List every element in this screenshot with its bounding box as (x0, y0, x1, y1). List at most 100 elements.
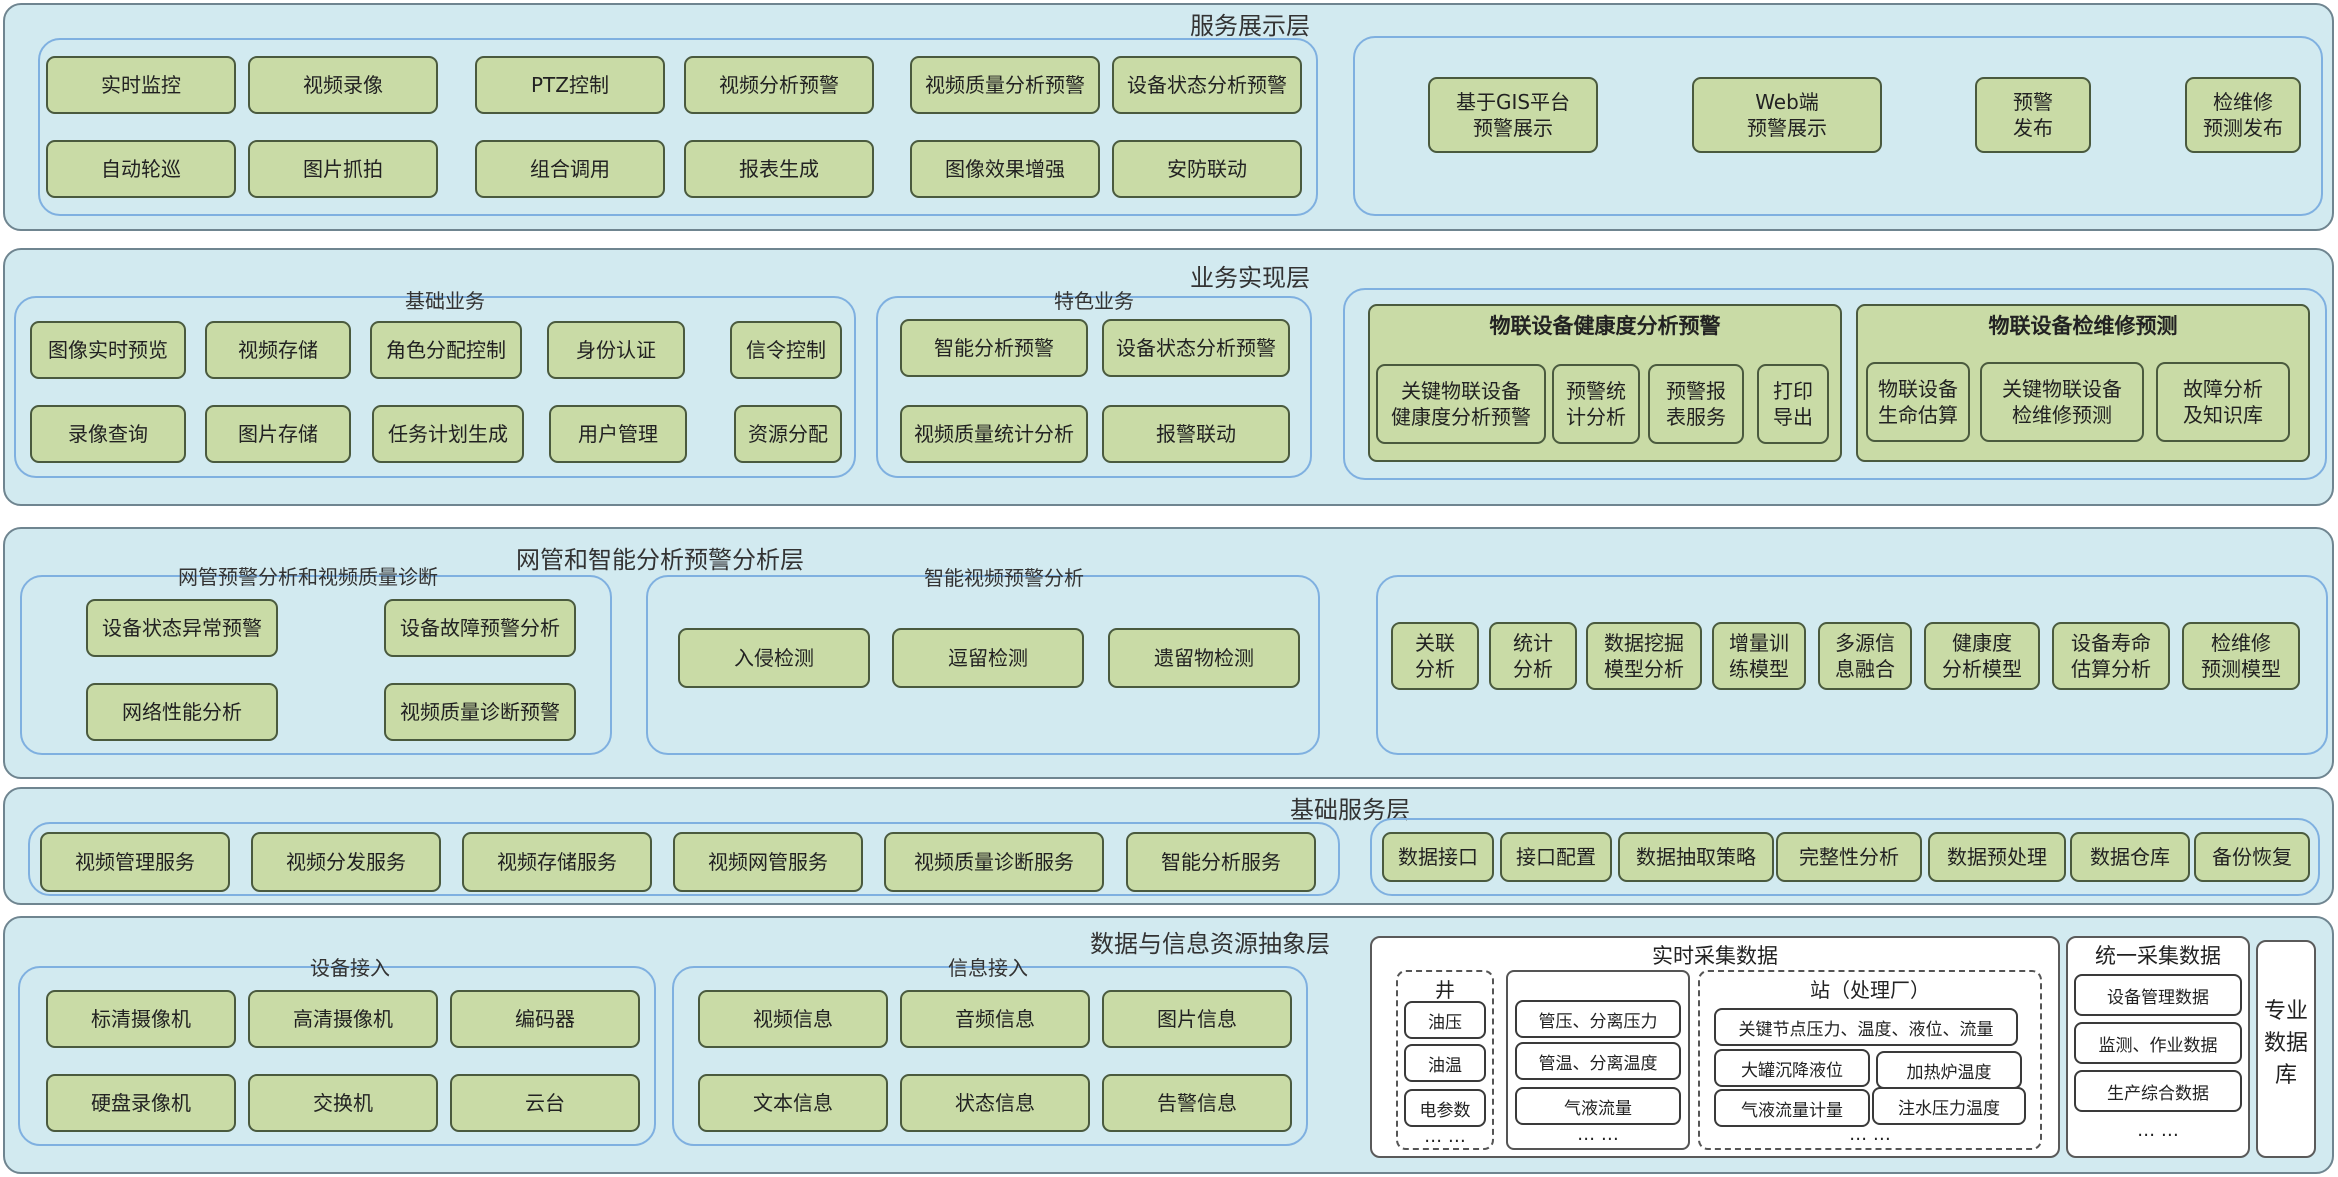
data-alarm-info: 告警信息 (1102, 1074, 1292, 1132)
business-health-title: 物联设备健康度分析预警 (1489, 314, 1721, 338)
display-video-record: 视频录像 (248, 56, 438, 114)
business-maint-fault-analysis: 故障分析 及知识库 (2156, 362, 2290, 442)
data-pipe-group (1506, 970, 1690, 1150)
data-well-more: … … (1424, 1126, 1466, 1147)
service-video-group (28, 822, 1340, 896)
analysis-incremental-training: 增量训 练模型 (1712, 622, 1806, 690)
layer-display-title: 服务展示层 (1190, 12, 1310, 40)
data-monitoring-operation-data: 监测、作业数据 (2074, 1022, 2242, 1064)
business-image-storage: 图片存储 (205, 405, 351, 463)
display-ptz-control: PTZ控制 (475, 56, 665, 114)
display-security-linkage: 安防联动 (1112, 140, 1302, 198)
service-intelligent-analysis: 智能分析服务 (1126, 832, 1316, 892)
data-station-title: 站（处理厂） (1810, 978, 1930, 1002)
business-health-print: 打印 导出 (1757, 364, 1829, 444)
data-pipe-temp: 管温、分离温度 (1515, 1042, 1681, 1080)
display-combined-call: 组合调用 (475, 140, 665, 198)
analysis-device-abnormal-warning: 设备状态异常预警 (86, 599, 278, 657)
business-health-key-device: 关键物联设备 健康度分析预警 (1376, 364, 1546, 444)
data-gas-liquid-flow: 气液流量 (1515, 1087, 1681, 1125)
business-record-query: 录像查询 (30, 405, 186, 463)
data-station-flow-metering: 气液流量计量 (1714, 1089, 1870, 1127)
service-video-storage: 视频存储服务 (462, 832, 652, 892)
business-user-management: 用户管理 (549, 405, 687, 463)
data-hd-camera: 高清摄像机 (248, 990, 438, 1048)
analysis-multisource-fusion: 多源信 息融合 (1818, 622, 1912, 690)
analysis-netmgmt-title: 网管预警分析和视频质量诊断 (178, 565, 438, 589)
service-interface-config: 接口配置 (1500, 832, 1612, 882)
service-backup-restore: 备份恢复 (2194, 832, 2310, 882)
data-station-heater-temp: 加热炉温度 (1876, 1051, 2022, 1089)
data-station-key-node: 关键节点压力、温度、液位、流量 (1714, 1008, 2018, 1046)
data-audio-info: 音频信息 (900, 990, 1090, 1048)
business-basic-title: 基础业务 (405, 289, 485, 313)
data-info-title: 信息接入 (948, 956, 1028, 980)
data-well-electric-params: 电参数 (1404, 1089, 1486, 1127)
data-production-data: 生产综合数据 (2074, 1070, 2242, 1112)
data-well-oil-pressure: 油压 (1404, 1001, 1486, 1039)
service-data-interface: 数据接口 (1382, 832, 1494, 882)
data-info-group (672, 966, 1308, 1146)
service-video-distribution: 视频分发服务 (251, 832, 441, 892)
business-video-storage: 视频存储 (205, 321, 351, 379)
data-switch: 交换机 (248, 1074, 438, 1132)
display-realtime-monitor: 实时监控 (46, 56, 236, 114)
data-special-database-label: 专业 数据 库 (2263, 999, 2308, 1088)
data-text-info: 文本信息 (698, 1074, 888, 1132)
business-iot-group (1343, 288, 2327, 480)
display-warning-publish: 预警 发布 (1975, 77, 2091, 153)
data-station-group (1698, 970, 2042, 1150)
data-unified-title: 统一采集数据 (2095, 944, 2221, 968)
data-device-group (18, 966, 656, 1146)
display-report-generate: 报表生成 (684, 140, 874, 198)
data-station-more: … … (1849, 1124, 1891, 1145)
business-resource-allocation: 资源分配 (734, 405, 842, 463)
business-signaling-control: 信令控制 (730, 321, 842, 379)
layer-data-title: 数据与信息资源抽象层 (1090, 930, 1330, 958)
data-dvr: 硬盘录像机 (46, 1074, 236, 1132)
data-pan-tilt: 云台 (450, 1074, 640, 1132)
data-encoder: 编码器 (450, 990, 640, 1048)
business-basic-group (14, 296, 856, 478)
analysis-netmgmt-group (20, 575, 612, 755)
data-well-group (1396, 970, 1494, 1150)
display-image-capture: 图片抓拍 (248, 140, 438, 198)
display-warning-group (1353, 36, 2323, 216)
data-pipe-pressure: 管压、分离压力 (1515, 1000, 1681, 1038)
analysis-correlation: 关联 分析 (1391, 622, 1479, 690)
data-well-oil-temp: 油温 (1404, 1044, 1486, 1082)
service-data-extract-policy: 数据抽取策略 (1618, 832, 1774, 882)
service-data-warehouse: 数据仓库 (2070, 832, 2190, 882)
data-device-management-data: 设备管理数据 (2074, 974, 2242, 1016)
layer-analysis-title: 网管和智能分析预警分析层 (516, 546, 804, 574)
data-well-title: 井 (1435, 978, 1455, 1002)
analysis-video-quality-diagnosis: 视频质量诊断预警 (384, 683, 576, 741)
display-maintenance-publish: 检维修 预测发布 (2185, 77, 2301, 153)
business-intelligent-warning: 智能分析预警 (900, 319, 1088, 377)
display-function-group (38, 38, 1318, 216)
data-unified-more: … … (2137, 1120, 2179, 1141)
analysis-video-group (646, 575, 1320, 755)
data-image-info: 图片信息 (1102, 990, 1292, 1048)
business-health-stats: 预警统 计分析 (1552, 364, 1640, 444)
business-health-report: 预警报 表服务 (1648, 364, 1744, 444)
data-sd-camera: 标清摄像机 (46, 990, 236, 1048)
data-station-injection-pressure: 注水压力温度 (1872, 1087, 2026, 1125)
data-special-database (2256, 940, 2316, 1158)
service-video-management: 视频管理服务 (40, 832, 230, 892)
business-feature-title: 特色业务 (1054, 289, 1134, 313)
analysis-lifetime-estimate: 设备寿命 估算分析 (2052, 622, 2170, 690)
analysis-device-fault-warning: 设备故障预警分析 (384, 599, 576, 657)
display-web-warning: Web端 预警展示 (1692, 77, 1882, 153)
data-realtime-title: 实时采集数据 (1652, 944, 1778, 968)
display-auto-patrol: 自动轮巡 (46, 140, 236, 198)
service-data-preprocess: 数据预处理 (1928, 832, 2066, 882)
display-video-analysis-warning: 视频分析预警 (684, 56, 874, 114)
analysis-loiter-detect: 逗留检测 (892, 628, 1084, 688)
analysis-intrusion-detect: 入侵检测 (678, 628, 870, 688)
business-alarm-linkage: 报警联动 (1102, 405, 1290, 463)
data-video-info: 视频信息 (698, 990, 888, 1048)
display-video-quality-warning: 视频质量分析预警 (910, 56, 1100, 114)
analysis-statistics: 统计 分析 (1489, 622, 1577, 690)
business-identity-auth: 身份认证 (547, 321, 685, 379)
